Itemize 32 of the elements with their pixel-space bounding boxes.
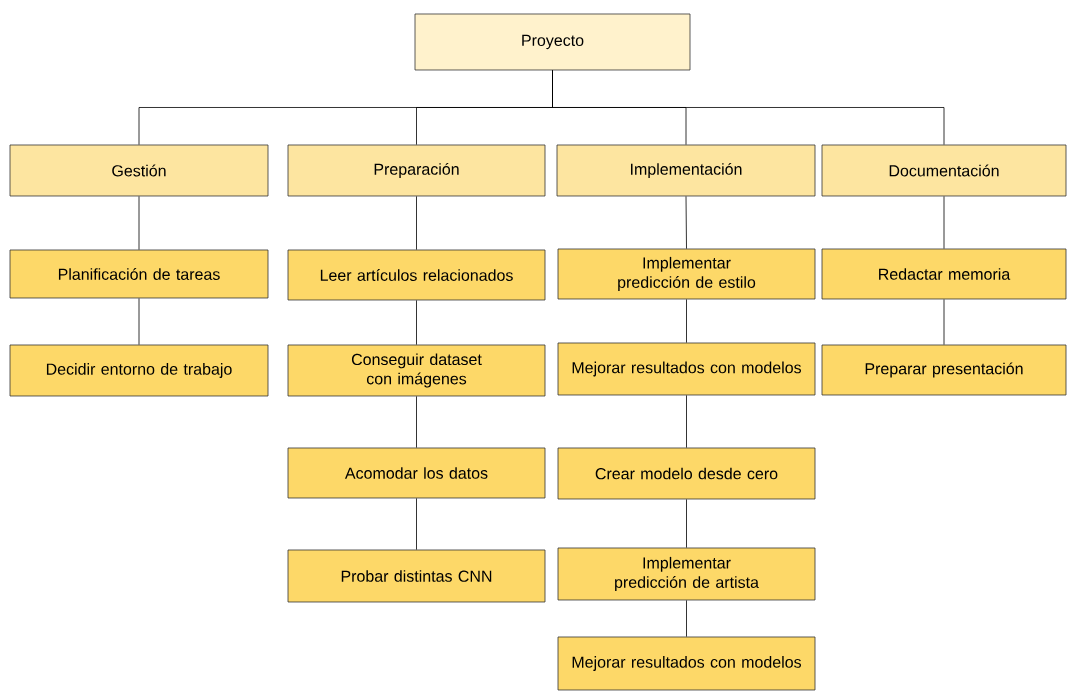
connector-line [686, 299, 687, 343]
task-box: Acomodar los datos [287, 447, 546, 499]
task-box: Decidir entorno de trabajo [9, 344, 269, 397]
connector-line [416, 196, 417, 250]
task-box: Documentación [821, 144, 1067, 197]
task-box: Gestión [9, 144, 269, 197]
task-box: Preparar presentación [821, 344, 1067, 396]
task-box: Implementar predicción de estilo [557, 248, 816, 300]
connector-line [943, 196, 945, 249]
connector-line [416, 498, 417, 550]
task-box: Redactar memoria [821, 248, 1067, 300]
connector-line [138, 298, 140, 345]
task-box: Preparación [287, 144, 546, 197]
task-box: Implementación [556, 144, 816, 197]
task-box: Proyecto [414, 13, 691, 71]
task-box: Mejorar resultados con modelos [557, 342, 816, 396]
task-box: Leer artículos relacionados [287, 249, 546, 301]
connector-line [686, 600, 687, 637]
task-box: Crear modelo desde cero [557, 447, 816, 500]
task-box: Probar distintas CNN [287, 549, 546, 603]
connector-line [686, 499, 687, 548]
task-box: Implementar predicción de artista [557, 547, 816, 601]
connector-line [552, 70, 945, 145]
task-box: Conseguir dataset con imágenes [287, 344, 546, 397]
connector-line [138, 196, 140, 250]
task-box: Mejorar resultados con modelos [557, 636, 816, 691]
connector-line [416, 300, 417, 345]
connector-line [686, 395, 687, 448]
task-box: Planificación de tareas [9, 249, 269, 299]
connector-line [685, 196, 687, 249]
connector-line [416, 396, 417, 448]
connector-line [943, 299, 945, 345]
